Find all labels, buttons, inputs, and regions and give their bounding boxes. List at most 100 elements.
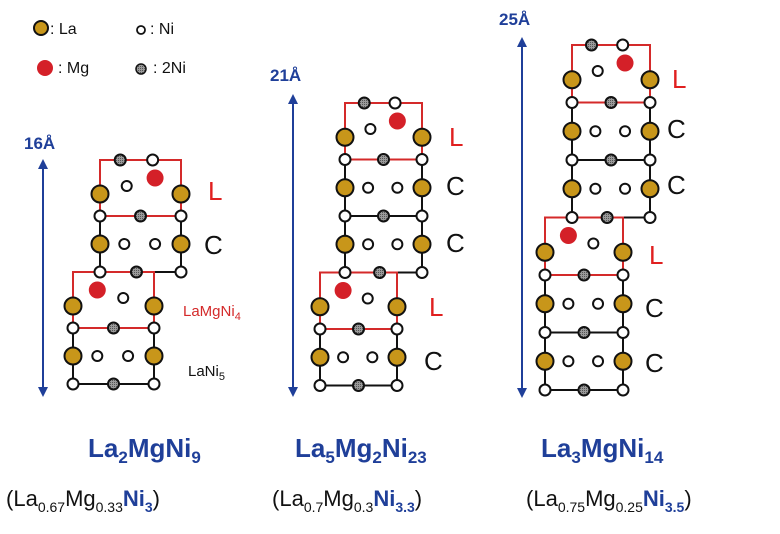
- ni-atom: [174, 265, 188, 279]
- paren-close: ): [414, 486, 423, 511]
- element-la: La: [533, 486, 558, 511]
- ni-atom: [364, 123, 377, 135]
- formula-la3mgni14: La3MgNi14: [541, 433, 663, 468]
- ni-atom: [643, 211, 657, 224]
- ni2-atom: [134, 209, 147, 223]
- ni-atom: [362, 181, 375, 194]
- la-atom: [335, 178, 355, 198]
- formula-sub: 23: [407, 448, 427, 467]
- laves-type-label: LaMgNi4: [183, 303, 241, 323]
- ni-atom: [616, 326, 630, 339]
- formula-sub: 2: [372, 448, 382, 467]
- layer-label-L: L: [672, 64, 686, 94]
- layer-label-C: C: [667, 170, 686, 200]
- ni-atom: [415, 153, 429, 166]
- ni-atom: [538, 383, 552, 397]
- formula-part: MgNi: [580, 433, 645, 463]
- ni-atom: [120, 180, 133, 192]
- la-atom: [387, 297, 407, 317]
- normalized-formula-3: (La0.75Mg0.25Ni3.5): [526, 486, 692, 515]
- layer-label-C: C: [204, 230, 223, 260]
- la-atom: [613, 242, 633, 262]
- element-ni: Ni: [642, 486, 665, 511]
- legend-mg-icon: [37, 60, 53, 76]
- ni-atom: [390, 322, 404, 336]
- normalized-formula-2: (La0.7Mg0.3Ni3.3): [272, 486, 422, 515]
- ni-atom: [66, 377, 80, 391]
- layer-label-L: L: [208, 176, 222, 206]
- ni2-atom: [600, 211, 614, 224]
- legend-la-label: : La: [50, 21, 77, 38]
- mg-atom: [616, 54, 634, 72]
- la-atom: [535, 351, 555, 371]
- la-atom: [63, 296, 83, 316]
- paren-close: ): [684, 486, 692, 511]
- ni-atom: [592, 297, 605, 310]
- la-atom: [387, 347, 407, 367]
- ni-atom: [538, 326, 552, 339]
- ni2-atom: [585, 38, 598, 52]
- cacu5-cell-frame: [319, 328, 398, 387]
- paren-open: (: [526, 486, 534, 511]
- ni2-atom: [113, 153, 127, 167]
- mg-atom: [559, 227, 577, 244]
- la-atom: [63, 346, 83, 366]
- ni-atom: [616, 383, 630, 397]
- ni-atom: [362, 238, 375, 251]
- ni-sub: 3.3: [395, 499, 415, 515]
- ni-atom: [66, 321, 80, 335]
- la-atom: [613, 351, 633, 371]
- la-sub: 0.7: [303, 499, 324, 515]
- stack-labels-2: L C C L C: [424, 122, 465, 376]
- la-atom: [535, 242, 555, 262]
- formula-part: Mg: [334, 433, 373, 463]
- ni-atom: [643, 153, 657, 167]
- ni-atom: [592, 355, 605, 368]
- ni-atom: [338, 153, 352, 166]
- ni-sub: 3.5: [664, 499, 685, 515]
- cacu5-cell-frame: [571, 101, 651, 161]
- ni2-atom: [577, 268, 591, 282]
- la-atom: [613, 294, 633, 314]
- la-atom: [171, 234, 191, 254]
- ni-atom: [616, 38, 630, 52]
- ni-atom: [338, 209, 352, 223]
- legend-ni-icon: [136, 25, 146, 35]
- layer-label-L: L: [429, 292, 443, 322]
- formula-la2mgni9: La2MgNi9: [88, 433, 201, 468]
- cacu5-cell-frame: [99, 215, 182, 273]
- ni-atom: [146, 153, 160, 167]
- structure-la2mgni9: [63, 153, 191, 391]
- la-atom: [562, 179, 582, 199]
- ni-atom: [619, 182, 632, 195]
- c-length-label: 25Å: [499, 10, 530, 29]
- ni2-atom: [352, 322, 365, 336]
- mg-sub: 0.25: [615, 499, 643, 515]
- layer-label-L: L: [649, 240, 663, 270]
- dimension-25A: 25Å: [499, 10, 530, 398]
- ni-atom: [415, 266, 429, 279]
- laves-cell-frame: [99, 159, 182, 217]
- dimension-16A: 16Å: [24, 134, 55, 397]
- ni2-atom: [352, 379, 365, 392]
- ni-atom: [562, 355, 575, 368]
- ni-atom: [117, 292, 130, 304]
- ni-atom: [589, 125, 602, 138]
- la-atom: [412, 127, 432, 147]
- layer-label-C: C: [446, 228, 465, 258]
- ni-atom: [118, 238, 131, 250]
- ni-atom: [565, 153, 579, 167]
- ni-atom: [616, 268, 630, 282]
- layer-label-C: C: [667, 114, 686, 144]
- ni2-atom: [107, 321, 120, 335]
- ni-atom: [147, 377, 161, 391]
- c-length-label: 16Å: [24, 134, 55, 153]
- la-atom: [144, 346, 164, 366]
- la-atom: [562, 121, 582, 141]
- ni-atom: [643, 96, 657, 109]
- element-mg: Mg: [585, 486, 616, 511]
- laves-cell-frame: [571, 44, 651, 104]
- laves-cell-frame: [319, 271, 398, 330]
- ni-atom: [93, 209, 107, 223]
- layer-label-C: C: [645, 293, 664, 323]
